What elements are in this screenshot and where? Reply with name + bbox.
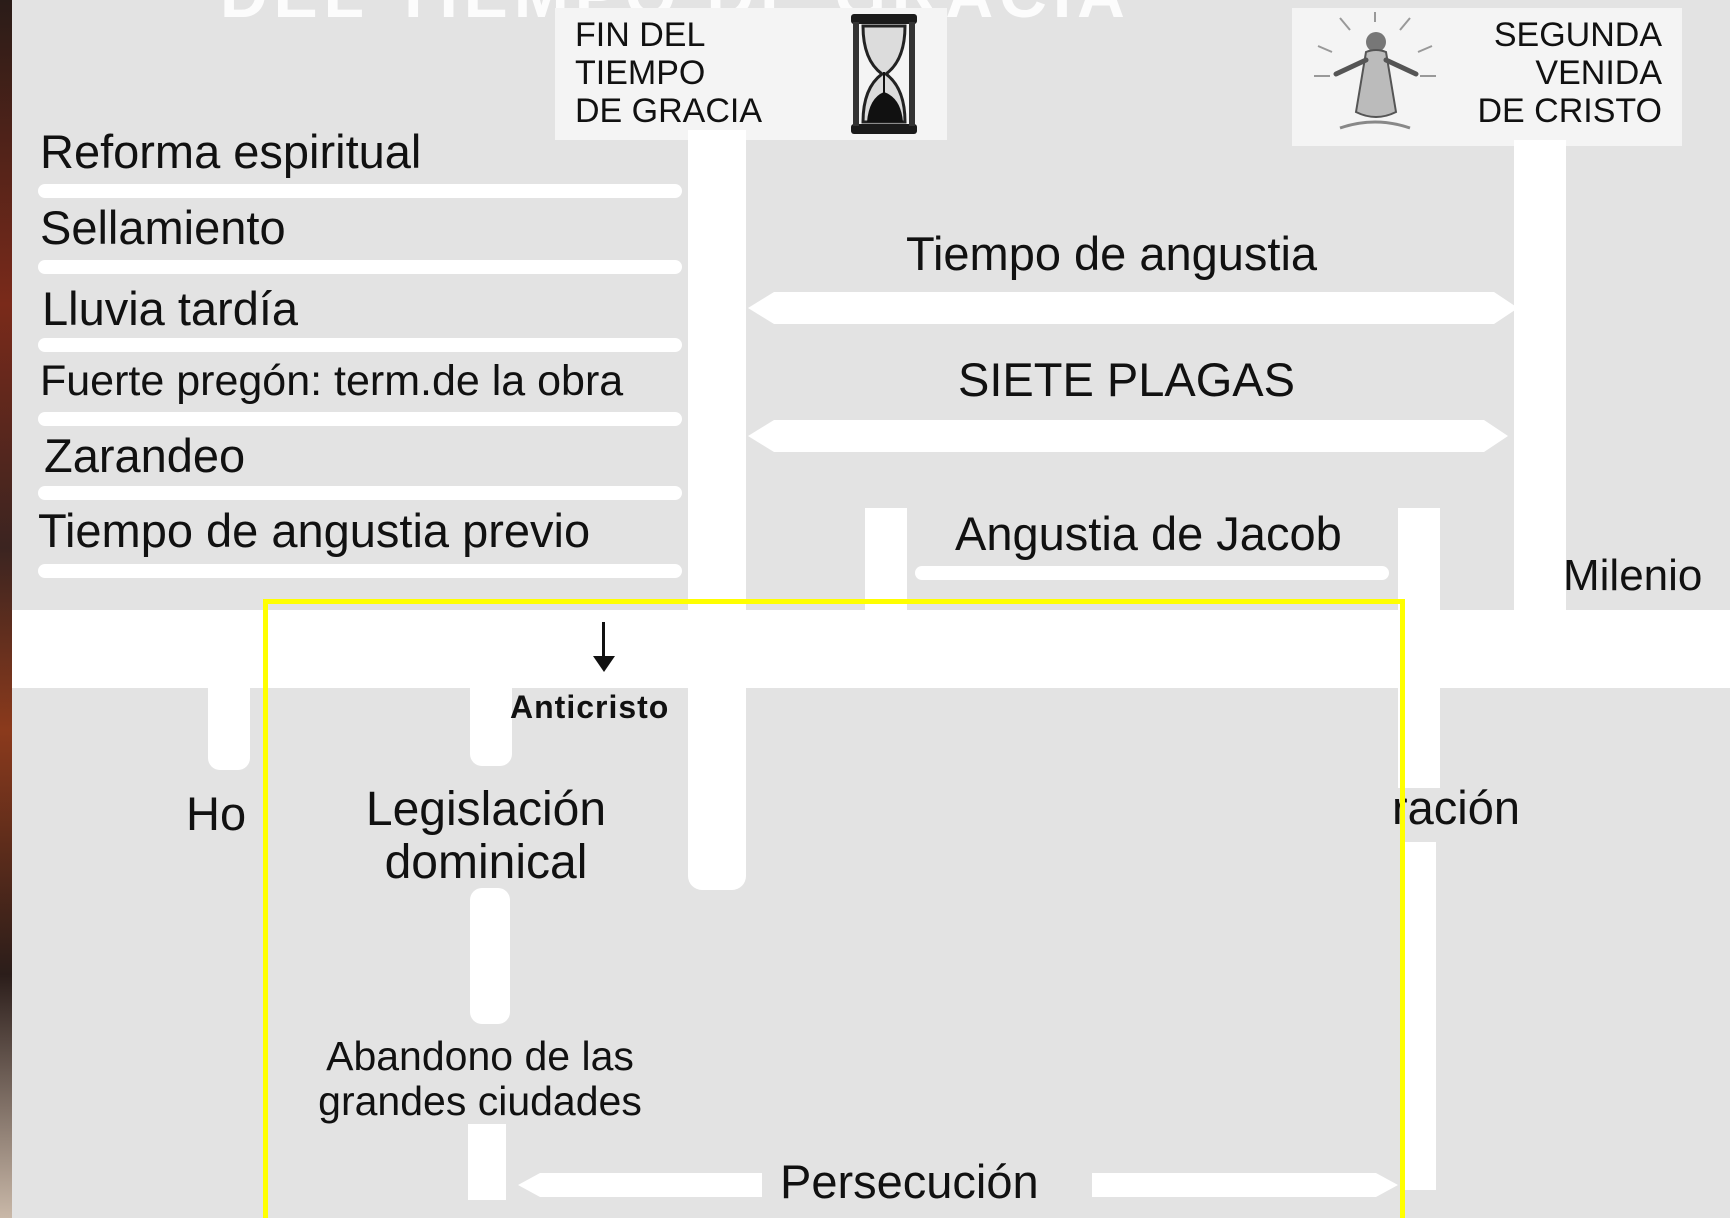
persecucion-arrow [518,1173,1398,1197]
tiempo-previo-bar [38,564,682,578]
abandono-ciudades-label: Abandono de las grandes ciudades [290,1033,670,1125]
tiempo-angustia-label: Tiempo de angustia [906,227,1318,280]
segunda-venida-connector [1514,140,1566,630]
fin-tiempo-gracia-label: FIN DEL TIEMPO DE GRACIA [575,16,762,130]
highlight-frame [263,599,1405,1218]
abandono-to-persecucion [468,1124,506,1200]
zarandeo-bar [38,486,682,500]
jacob-bar [915,566,1389,580]
tiempo-angustia-previo-label: Tiempo de angustia previo [38,504,591,557]
reforma-espiritual-label: Reforma espiritual [40,125,422,178]
lluvia-bar [38,338,682,352]
angustia-jacob-label: Angustia de Jacob [955,507,1342,560]
anticristo-arrowhead [593,656,615,672]
liberacion-label: ración [1392,781,1521,834]
sellamiento-label: Sellamiento [40,201,286,254]
zarandeo-label: Zarandeo [44,429,246,482]
fin-line-2: TIEMPO [575,54,706,93]
segunda-line-1: SEGUNDA [1493,16,1662,54]
christ-figure-icon [1314,12,1436,130]
segunda-line-3: DE CRISTO [1477,92,1662,131]
milenio-label: Milenio [1563,551,1703,600]
legislacion-dominical-label: Legislación dominical [330,783,642,890]
jacob-left-post [865,508,907,628]
reforma-bar [38,184,682,198]
hoy-label: Ho [186,787,247,840]
legislacion-line-2: dominical [384,835,588,889]
abandono-line-1: Abandono de las [326,1033,634,1079]
fin-line-1: FIN DEL [575,16,706,54]
fuerte-pregon-bar [38,412,682,426]
segunda-line-2: VENIDA [1535,54,1662,93]
main-timeline-bar [12,610,1730,688]
right-lower-post [1400,842,1436,1190]
legislacion-line-1: Legislación [365,783,607,836]
sellamiento-bar [38,260,682,274]
tiempo-angustia-arrow [748,292,1518,324]
siete-plagas-label: SIETE PLAGAS [958,353,1295,406]
persecucion-label: Persecución [780,1155,1039,1208]
fuerte-pregon-label: Fuerte pregón: term.de la obra [40,357,624,405]
fin-line-3: DE GRACIA [575,92,763,131]
legislacion-to-abandono [470,888,510,1024]
lluvia-tardia-label: Lluvia tardía [42,282,299,335]
fin-tiempo-gracia-connector [688,130,746,890]
hourglass-icon [851,14,917,134]
siete-plagas-arrow [748,420,1508,452]
anticristo-arrow [602,622,605,662]
anticristo-label: Anticristo [510,689,670,725]
abandono-line-2: grandes ciudades [318,1078,642,1125]
segunda-venida-label: SEGUNDA VENIDA DE CRISTO [1440,16,1662,130]
background-image-edge [0,0,14,1218]
